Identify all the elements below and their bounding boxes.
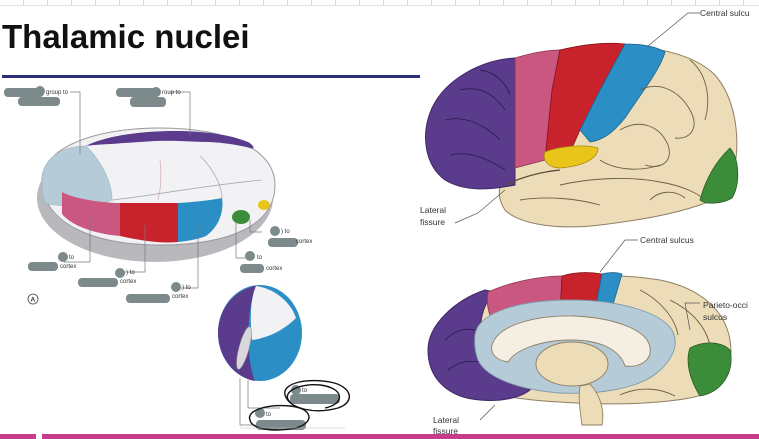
label-right-b-line1: to — [257, 255, 263, 261]
thalamus-purple-cap — [86, 130, 254, 149]
top-ruler — [0, 0, 759, 6]
label-parieto-occipital-1: Parieto-occi — [703, 300, 748, 310]
frontal-sulci — [444, 69, 511, 171]
bottom-accent-bar — [0, 434, 759, 439]
medial-thalamus — [535, 341, 609, 387]
label-small-a: to — [302, 388, 308, 394]
lateral-blue-region — [579, 43, 666, 143]
lateral-yellow-region — [543, 145, 599, 169]
label-right-b-line2: cortex — [266, 266, 282, 272]
thalamus-blue-region — [178, 198, 223, 242]
thalamus-diagram — [37, 127, 276, 262]
redaction-marks — [4, 86, 340, 430]
label-lateral-fissure-2: fissure — [420, 217, 445, 227]
label-bottom-c-line1: ) to — [182, 285, 191, 291]
thalamus-red-region — [120, 203, 178, 243]
thalamus-labels: group to roup to to cortex ) to cortex )… — [46, 90, 312, 418]
thalamus-cross-section — [218, 285, 302, 426]
page-title: Thalamic nuclei — [2, 18, 250, 55]
brain-lateral-view — [425, 42, 739, 228]
corpus-callosum — [491, 315, 651, 367]
label-central-sulcus-medial: Central sulcus — [640, 235, 694, 245]
label-bottom-b-line2: cortex — [120, 279, 136, 285]
label-right-a-line2: cortex — [296, 239, 312, 245]
label-bottom-c-line2: cortex — [172, 294, 188, 300]
lateral-green-region — [699, 147, 739, 204]
brainstem — [578, 383, 604, 426]
label-small-b: to — [266, 412, 272, 418]
label-top-left: group to — [46, 90, 69, 96]
thalamus-yellow-region — [258, 200, 270, 210]
title-underline — [2, 75, 420, 78]
label-lateral-fissure-1: Lateral — [420, 205, 446, 215]
medial-blue-region — [594, 272, 623, 311]
label-parieto-occipital-2: sulcus — [703, 312, 727, 322]
label-bottom-a-line2: cortex — [60, 264, 76, 270]
hand-drawn-circles — [248, 379, 350, 431]
panel-label-a: A — [27, 293, 39, 305]
thalamus-pink-region — [62, 192, 120, 236]
panel-label-text: A — [31, 297, 36, 304]
label-right-a-line1: ) to — [281, 229, 290, 235]
label-medial-lateral-fissure-1: Lateral — [433, 415, 459, 425]
lateral-sulci — [519, 59, 709, 206]
label-bottom-a-line1: to — [69, 255, 75, 261]
bottom-bar-notch — [36, 434, 42, 439]
lateral-purple-region — [425, 57, 516, 190]
medial-green-region — [687, 342, 732, 397]
brain-medial-view — [427, 272, 732, 426]
label-medial-lateral-fissure-2: fissure — [433, 426, 458, 436]
label-bottom-b-line1: ) to — [126, 270, 135, 276]
thalamus-green-region — [232, 210, 250, 224]
label-top-center: roup to — [162, 90, 181, 96]
label-central-sulcus-lateral: Central sulcu — [700, 8, 750, 18]
